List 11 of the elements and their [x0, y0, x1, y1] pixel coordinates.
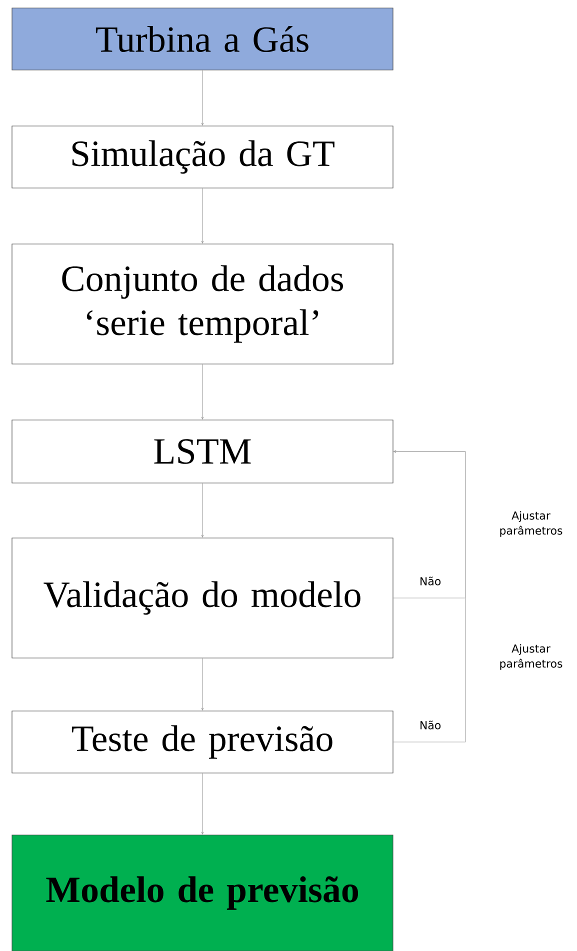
edge-label: Não — [418, 720, 442, 730]
process-box: LSTM — [12, 420, 394, 484]
process-box: Conjunto de dados ‘serie temporal’ — [12, 244, 394, 364]
process-box: Teste de previsão — [12, 710, 394, 774]
process-box: Modelo de previsão — [12, 834, 394, 951]
edge-label: Não — [418, 576, 442, 586]
process-box: Simulação da GT — [12, 126, 394, 188]
process-box: Turbina a Gás — [12, 8, 394, 70]
note-label: Ajustar parâmetros — [500, 511, 562, 537]
note-label: Ajustar parâmetros — [500, 644, 562, 670]
process-box: Validação do modelo — [12, 538, 394, 658]
